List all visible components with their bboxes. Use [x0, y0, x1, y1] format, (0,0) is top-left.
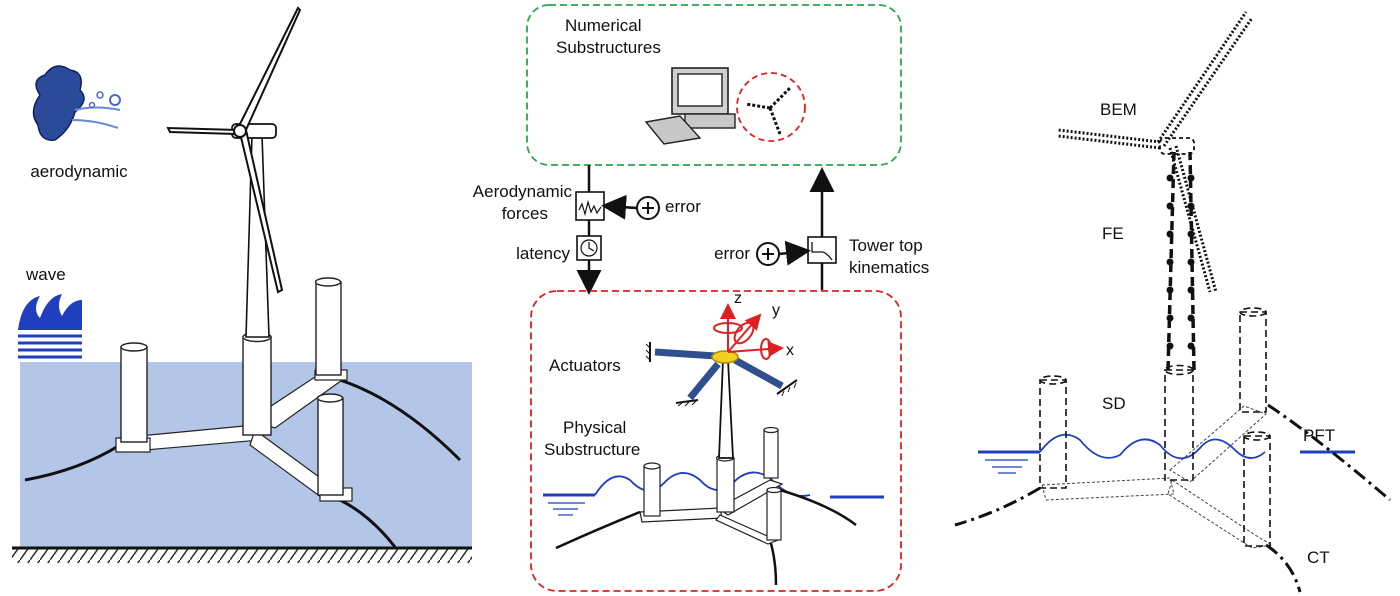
fe-node: [1166, 230, 1174, 238]
columns-sd: [1039, 307, 1271, 547]
numerical-title-line1: Numerical: [565, 16, 642, 35]
fe-node: [1166, 174, 1174, 182]
mooring-lines-ct: [954, 403, 1391, 593]
fe-nodes: [1166, 174, 1195, 350]
middle-panel: [526, 4, 902, 592]
fe-label: FE: [1102, 224, 1124, 243]
latency-label: latency: [516, 244, 570, 263]
actuators-label: Actuators: [549, 356, 621, 375]
tower-fe: [1166, 151, 1196, 371]
mooring-line: [768, 539, 778, 586]
fe-node: [1166, 314, 1174, 322]
clock-icon: [580, 239, 598, 257]
computer-icon: [644, 67, 736, 145]
rotor-blades: [166, 6, 302, 294]
aero-filter-icon: [575, 191, 605, 221]
fe-node: [1187, 342, 1195, 350]
pontoons-pft: [1041, 405, 1274, 549]
numerical-rotor-icon: [745, 86, 792, 135]
error-arrow: [778, 240, 811, 266]
axis-z-label: z: [734, 290, 742, 307]
fe-node: [1166, 286, 1174, 294]
numerical-substructures-box: [526, 4, 902, 166]
actuators: [645, 342, 798, 407]
wave-label: wave: [26, 265, 66, 284]
nacelle-dashed: [1159, 137, 1195, 155]
mooring-line: [779, 488, 857, 526]
wind-icon: [32, 65, 121, 141]
ct-label: CT: [1307, 548, 1330, 567]
fe-node: [1187, 286, 1195, 294]
fe-node: [1187, 314, 1195, 322]
fe-node: [1187, 258, 1195, 266]
aero-forces-label-line1: Aerodynamic: [472, 182, 572, 201]
mooring-line: [339, 498, 397, 548]
physical-model-tower: [718, 359, 734, 459]
wave-icon: [18, 294, 82, 359]
fe-node: [1187, 174, 1195, 182]
fe-node: [1166, 258, 1174, 266]
numerical-title-line2: Substructures: [556, 38, 661, 57]
fe-node: [1166, 342, 1174, 350]
numerical-rotor-circle: [736, 72, 806, 142]
axis-y-label: y: [772, 302, 780, 319]
rotor-hub: [233, 124, 247, 138]
fe-node: [1166, 202, 1174, 210]
sd-label: SD: [1102, 394, 1126, 413]
error-arrow: [601, 194, 638, 220]
physical-label-line1: Physical: [563, 418, 627, 437]
pft-label: PFT: [1303, 426, 1336, 445]
mooring-line: [555, 510, 641, 550]
aero-forces-label-line2: forces: [501, 204, 548, 223]
wave-profile: [1039, 433, 1266, 460]
physical-model-platform: [639, 426, 784, 545]
error-label-top: error: [665, 197, 701, 216]
tower-top-label-line1: Tower top: [849, 236, 923, 255]
tower-top-label-line2: kinematics: [849, 258, 930, 277]
noise-icon: [578, 199, 602, 217]
physical-substructure-box: [530, 290, 902, 592]
actuator-platform: [711, 350, 739, 364]
right-panel: [954, 11, 1391, 593]
aerodynamic-label: aerodynamic: [30, 162, 128, 181]
mooring-line: [24, 443, 121, 482]
axis-x-label: x: [786, 342, 794, 359]
rotor-bem: [1057, 11, 1254, 293]
error-label-right: error: [714, 244, 750, 263]
physical-label-line2: Substructure: [544, 440, 641, 459]
bem-label: BEM: [1100, 100, 1137, 119]
seabed-hatch: [12, 549, 472, 563]
fe-node: [1187, 230, 1195, 238]
left-panel: [12, 6, 472, 563]
mooring-line: [339, 378, 462, 462]
dof-axes: [713, 303, 784, 360]
